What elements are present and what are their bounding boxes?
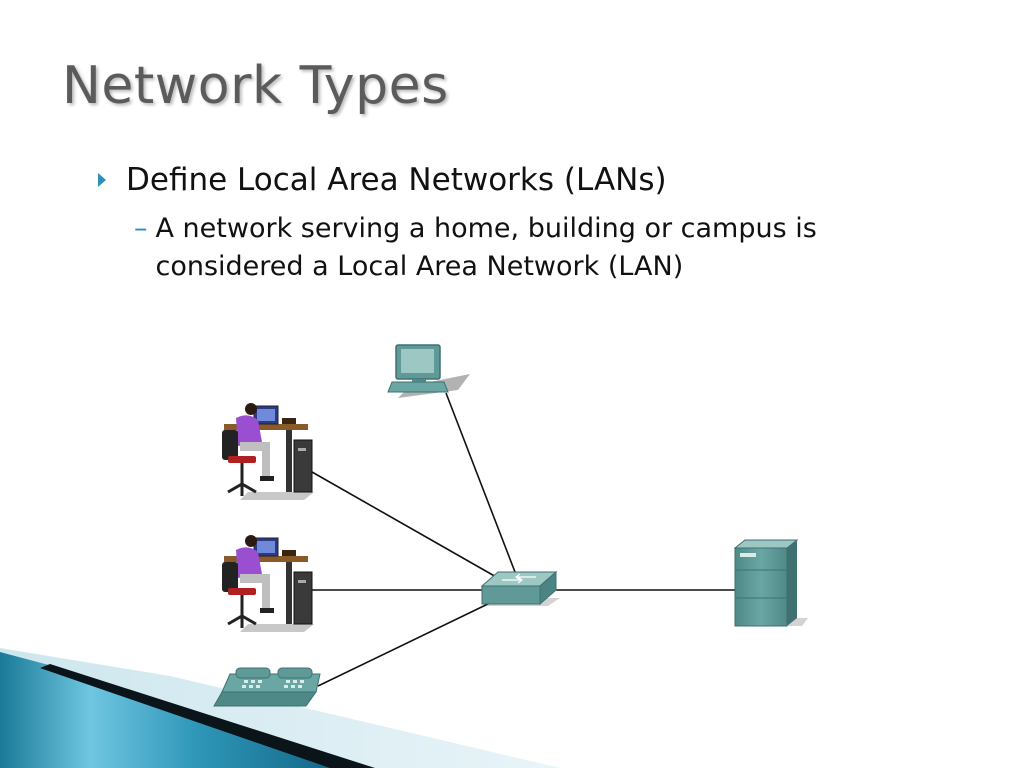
bullet-text: Define Local Area Networks (LANs) <box>126 162 667 198</box>
terminal-computer-icon <box>387 344 470 398</box>
decorative-band <box>0 648 560 768</box>
link-user1-switch <box>311 471 499 579</box>
sub-bullet-dash: – <box>134 213 148 244</box>
sub-bullet-text: A network serving a home, building or ca… <box>155 213 817 282</box>
server-icon <box>733 539 808 627</box>
link-workstation-switch <box>445 392 516 573</box>
connection-links <box>311 392 735 687</box>
link-phone-switch <box>317 601 493 687</box>
slide-title: Network Types <box>62 56 449 116</box>
lan-switch-icon <box>480 570 560 606</box>
user-at-desk-icon <box>222 403 314 500</box>
user-at-desk-icon <box>222 535 314 632</box>
bullet-item: Define Local Area Networks (LANs) <box>98 160 667 200</box>
bullet-arrow-icon <box>98 173 106 187</box>
ip-phone-icon <box>213 667 321 707</box>
sub-bullet-item: – A network serving a home, building or … <box>134 210 964 286</box>
